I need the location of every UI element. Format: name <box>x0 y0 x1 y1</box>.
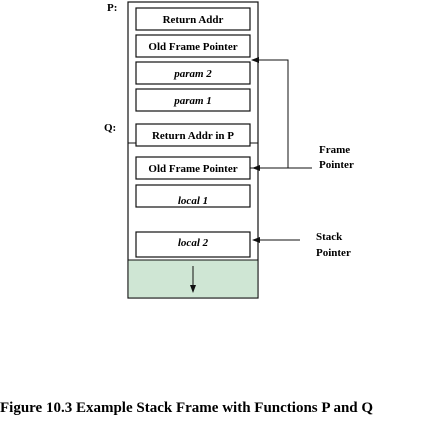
cell-local-1 <box>135 184 251 208</box>
cell-param-2 <box>135 61 251 85</box>
cell-label: Old Frame Pointer <box>148 41 237 53</box>
cell-param-1 <box>135 88 251 112</box>
stack-cells <box>135 7 251 258</box>
frame-pointer-label: Pointer <box>319 159 354 171</box>
cell-old-frame-pointer-p <box>135 34 251 58</box>
cell-label: Old Frame Pointer <box>148 163 237 175</box>
cell-return-addr-in-p <box>135 123 251 147</box>
stack-pointer-label: Stack <box>316 231 343 243</box>
frame-pointer-label: Frame <box>319 144 350 156</box>
frame-label-p: P: <box>107 2 117 14</box>
cell-label: param 1 <box>173 95 212 107</box>
cell-label: Return Addr in P <box>152 130 234 142</box>
figure-caption: Figure 10.3 Example Stack Frame with Fun… <box>0 400 373 416</box>
cell-label: local 1 <box>178 195 208 207</box>
cell-label: local 2 <box>178 237 209 249</box>
cell-label: Return Addr <box>163 14 224 26</box>
cell-label: param 2 <box>173 68 212 80</box>
stack-pointer-label: Pointer <box>316 247 351 259</box>
cell-local-2 <box>135 231 251 258</box>
frame-label-q: Q: <box>104 122 116 134</box>
cell-return-addr <box>135 7 251 31</box>
